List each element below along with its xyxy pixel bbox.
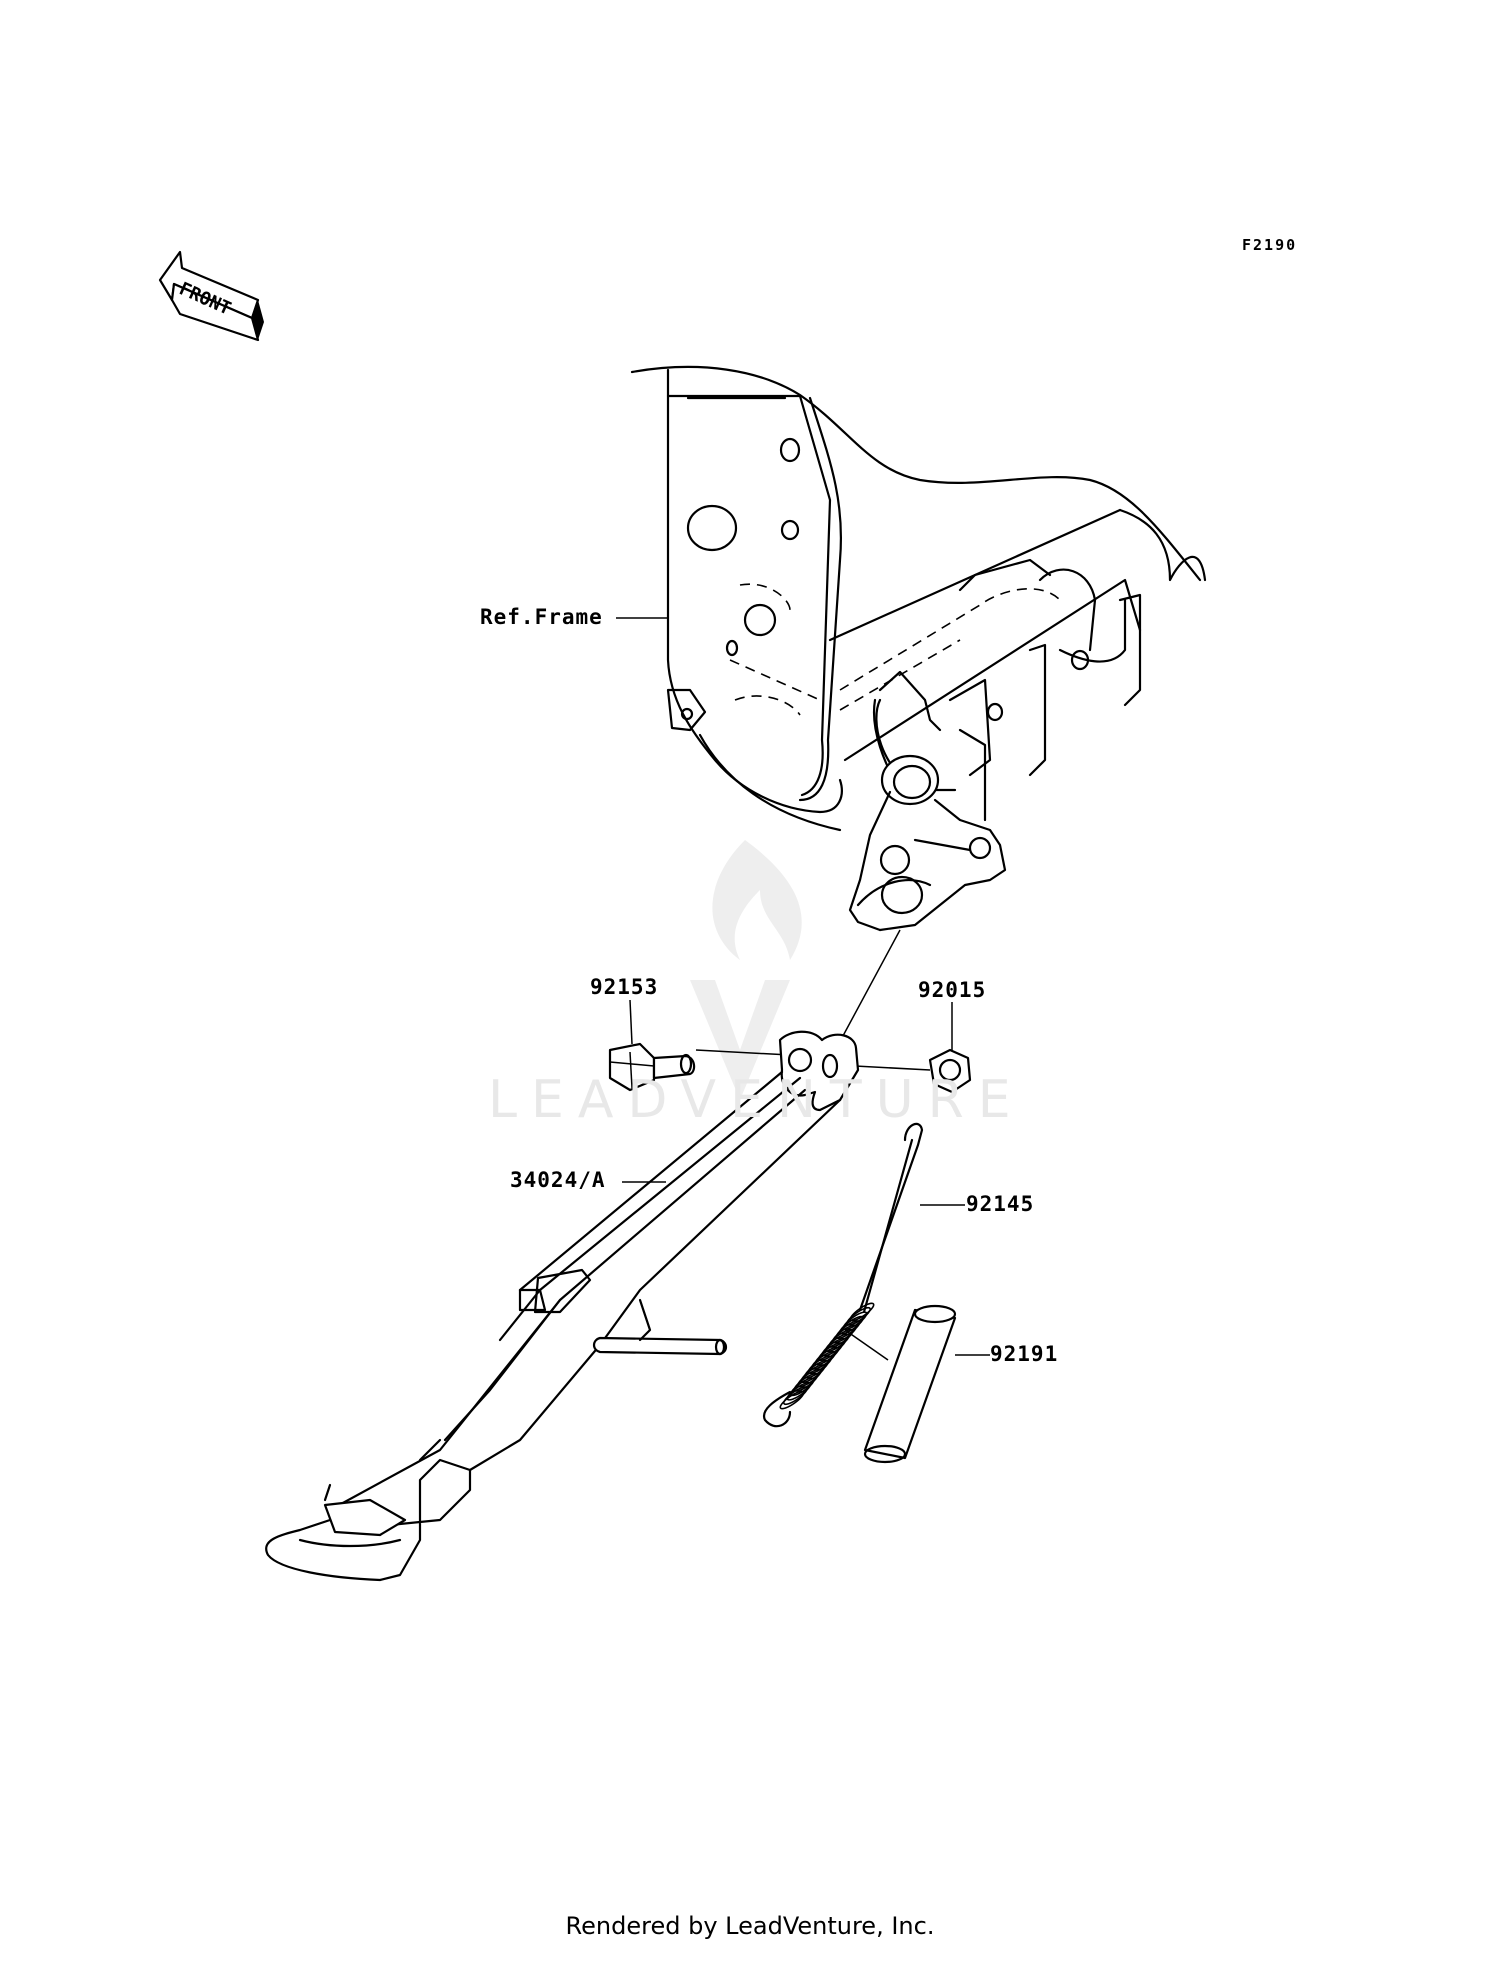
spring-coil [783, 1386, 808, 1406]
figure-id: F2190 [1242, 236, 1298, 254]
footer-credit: Rendered by LeadVenture, Inc. [565, 1912, 935, 1940]
watermark-logo [690, 840, 802, 1100]
spring-92145-drawing [762, 1122, 965, 1428]
frame-drawing [630, 365, 1207, 932]
bolt-axis-line [695, 1049, 791, 1056]
front-arrow-icon [158, 250, 264, 342]
callout-bolt-92153: 92153 [590, 975, 659, 999]
side-stand-34024-drawing [265, 1030, 860, 1582]
callout-ref-frame: Ref.Frame [480, 605, 603, 629]
watermark-text: LEADVENTURE [488, 1070, 1025, 1130]
nut-92015-drawing [928, 1002, 972, 1094]
callout-nut-92015: 92015 [918, 978, 987, 1002]
callout-sleeve-92191: 92191 [990, 1342, 1059, 1366]
spring-coil [779, 1390, 805, 1410]
sleeve-92191-drawing [844, 1304, 990, 1464]
bolt-92153-drawing [608, 999, 696, 1092]
callout-side-stand-34024: 34024/A [510, 1168, 606, 1192]
callout-spring-92145: 92145 [966, 1192, 1035, 1216]
nut-axis-line [854, 1065, 931, 1071]
